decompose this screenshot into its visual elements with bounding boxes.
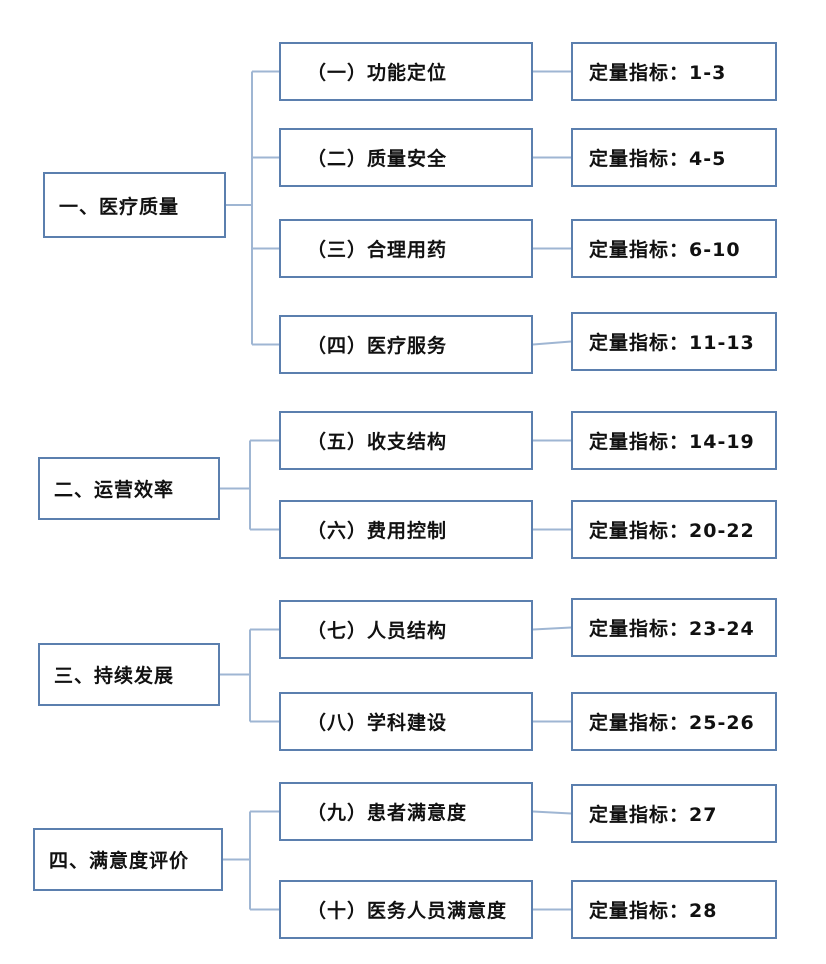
subcategory-box-1: （一）功能定位 [279,42,533,101]
subcategory-box-8: （八）学科建设 [279,692,533,751]
metric-box-2: 定量指标：4-5 [571,128,777,187]
category-box-sustainable-development: 三、持续发展 [38,643,220,706]
metric-connector [532,340,572,346]
metric-box-1: 定量指标：1-3 [571,42,777,101]
metric-box-7: 定量指标：23-24 [571,598,777,657]
subcategory-box-2: （二）质量安全 [279,128,533,187]
subcategory-box-3: （三）合理用药 [279,219,533,278]
metric-box-8: 定量指标：25-26 [571,692,777,751]
metric-box-5: 定量指标：14-19 [571,411,777,470]
subcategory-box-9: （九）患者满意度 [279,782,533,841]
metric-box-9: 定量指标：27 [571,784,777,843]
subcategory-box-5: （五）收支结构 [279,411,533,470]
metric-box-10: 定量指标：28 [571,880,777,939]
metric-connector [532,810,572,815]
subcategory-box-4: （四）医疗服务 [279,315,533,374]
metric-box-3: 定量指标：6-10 [571,219,777,278]
category-box-operational-efficiency: 二、运营效率 [38,457,220,520]
metric-connector [532,626,572,631]
subcategory-box-6: （六）费用控制 [279,500,533,559]
subcategory-box-7: （七）人员结构 [279,600,533,659]
subcategory-box-10: （十）医务人员满意度 [279,880,533,939]
category-box-medical-quality: 一、医疗质量 [43,172,226,238]
metric-box-6: 定量指标：20-22 [571,500,777,559]
metric-box-4: 定量指标：11-13 [571,312,777,371]
category-box-satisfaction-evaluation: 四、满意度评价 [33,828,223,891]
